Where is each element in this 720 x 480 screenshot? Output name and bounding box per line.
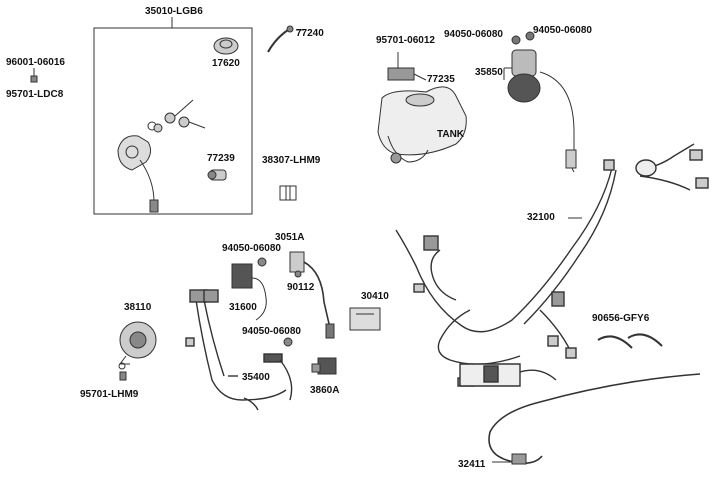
label-90112: 90112 (287, 282, 315, 293)
label-31600: 31600 (229, 302, 257, 313)
relay-3860a (311, 357, 337, 375)
label-3051a: 3051A (275, 232, 305, 243)
nut-94050-d (283, 337, 293, 347)
label-95701-lhm9: 95701-LHM9 (80, 389, 139, 400)
lock-17620 (213, 37, 239, 55)
label-35850: 35850 (475, 67, 503, 78)
label-95701-ldc8: 95701-LDC8 (6, 89, 64, 100)
label-tank: TANK (437, 129, 465, 140)
nut-94050-c (257, 257, 267, 267)
label-32411: 32411 (458, 459, 486, 470)
label-77235: 77235 (427, 74, 455, 85)
ignition-keys (153, 99, 206, 133)
horn-38110 (118, 321, 157, 370)
fuel-tank (377, 86, 467, 164)
bracket-38307 (279, 185, 297, 201)
label-77239: 77239 (207, 153, 235, 164)
label-30410: 30410 (361, 291, 389, 302)
regulator-31600 (231, 263, 267, 321)
screw-95701-lhm9 (119, 371, 127, 381)
module-30410 (349, 307, 381, 331)
lock-77239 (207, 169, 227, 181)
battery-cable-32411 (488, 373, 701, 464)
label-17620: 17620 (212, 58, 240, 69)
screw-96001 (30, 68, 38, 83)
ignition-switch (117, 121, 159, 213)
label-3860a: 3860A (310, 385, 340, 396)
label-95701-06012: 95701-06012 (376, 35, 435, 46)
label-94050-06080-c: 94050-06080 (222, 243, 281, 254)
label-94050-06080-a: 94050-06080 (444, 29, 503, 40)
main-harness-32100 (395, 143, 709, 387)
label-35400: 35400 (242, 372, 270, 383)
label-35010-lgb6: 35010-LGB6 (145, 6, 203, 17)
screw-90112 (294, 270, 302, 278)
cable-ties-90656 (597, 333, 663, 349)
starter-relay-35850 (503, 31, 577, 173)
cable-77240 (267, 29, 289, 53)
label-94050-06080-b: 94050-06080 (533, 25, 592, 36)
ignition-kit-box (93, 27, 253, 215)
label-32100: 32100 (527, 212, 555, 223)
fuel-sender-77235 (387, 52, 427, 81)
label-38110: 38110 (124, 302, 152, 313)
label-77240: 77240 (296, 28, 324, 39)
label-96001-06016: 96001-06016 (6, 57, 65, 68)
sub-harness-35400 (185, 289, 293, 411)
label-94050-06080-d: 94050-06080 (242, 326, 301, 337)
label-90656-gfy6: 90656-GFY6 (592, 313, 650, 324)
label-38307-lhm9: 38307-LHM9 (262, 155, 321, 166)
